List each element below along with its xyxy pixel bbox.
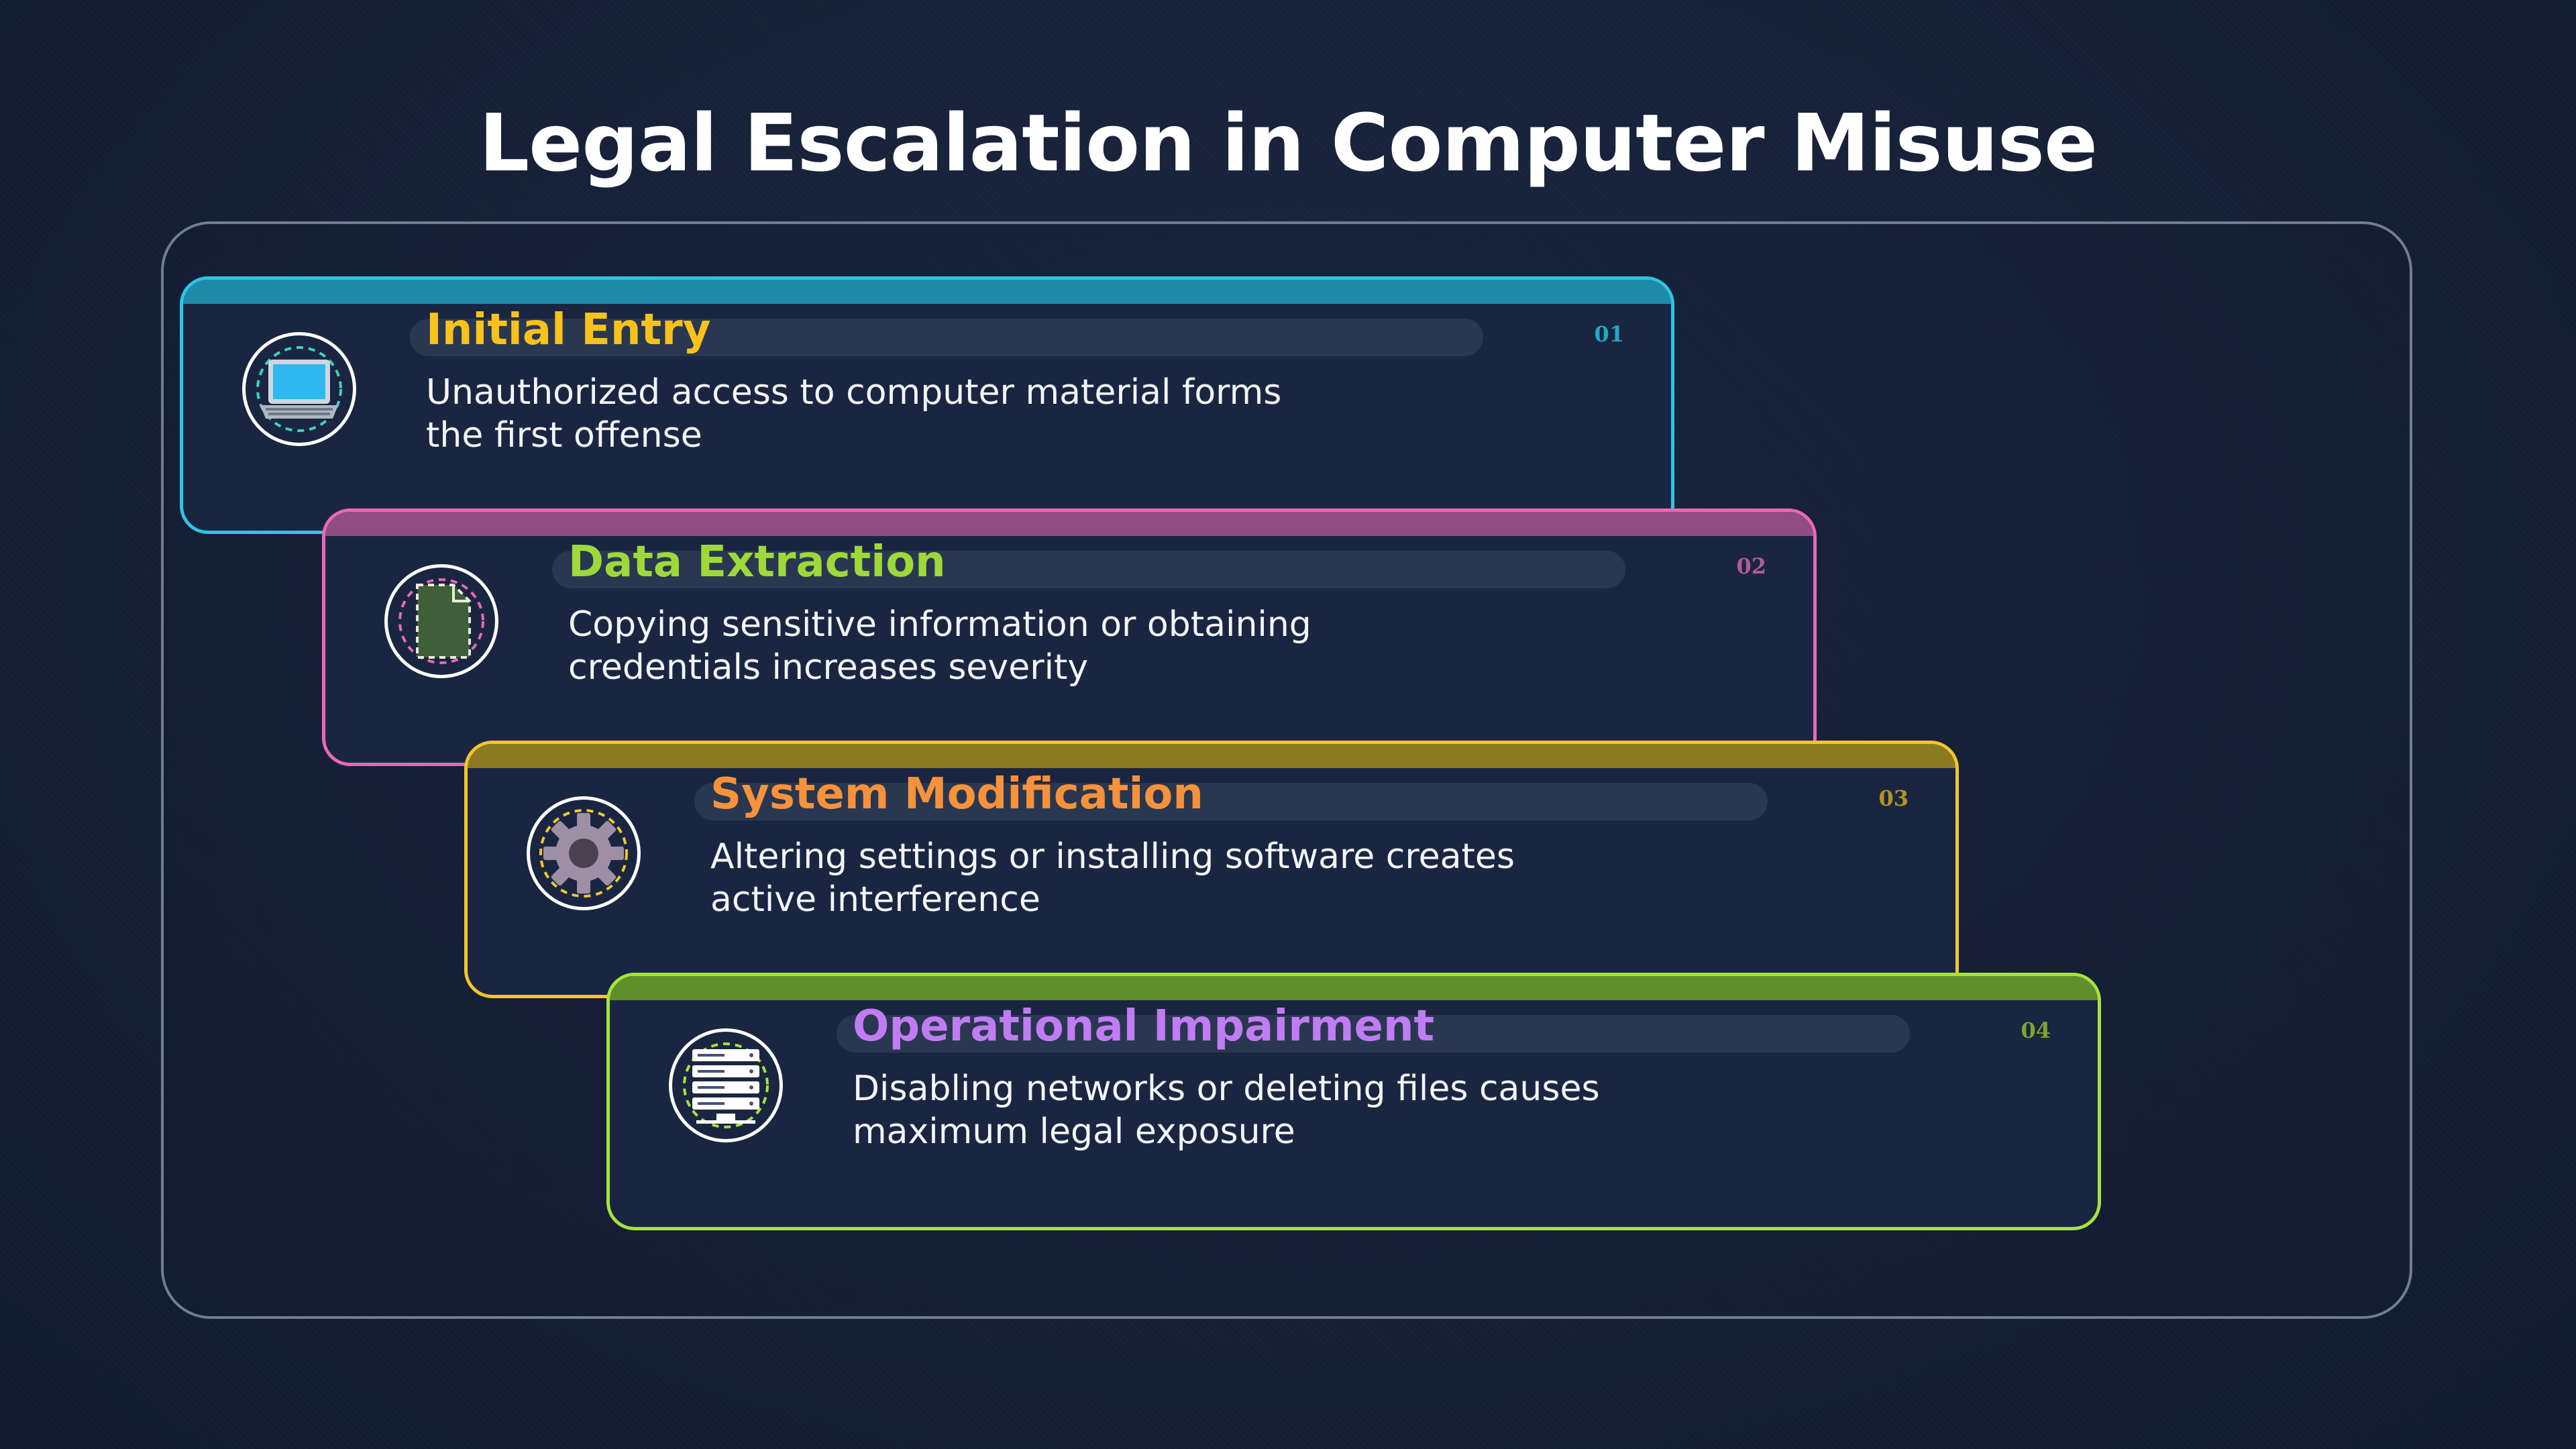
laptop-icon: [256, 346, 342, 432]
step-icon-badge: [527, 796, 641, 910]
step-heading-pill: [694, 783, 1768, 820]
step-card-topbar: [325, 512, 1813, 536]
step-heading: Operational Impairment: [853, 1002, 1435, 1051]
step-number: 04: [2021, 1018, 2051, 1043]
step-heading: System Modification: [710, 769, 1203, 819]
step-heading: Data Extraction: [568, 537, 946, 587]
step-heading-pill: [837, 1015, 1910, 1053]
step-number: 01: [1594, 321, 1624, 347]
step-heading-pill: [410, 319, 1483, 356]
step-description: Unauthorized access to computer material…: [426, 372, 1282, 455]
step-description: Disabling networks or deleting files cau…: [853, 1069, 1600, 1152]
step-card-system-modification: System Modification Altering settings or…: [464, 741, 1959, 998]
step-icon-badge: [384, 564, 498, 678]
step-card-topbar: [468, 744, 1955, 768]
step-card-topbar: [610, 976, 2098, 1000]
step-heading-pill: [552, 551, 1625, 588]
step-icon-badge: [242, 332, 356, 446]
step-icon-badge: [669, 1028, 783, 1142]
step-card-data-extraction: Data Extraction Copying sensitive inform…: [322, 508, 1817, 766]
step-number: 02: [1736, 553, 1766, 579]
page-title: Legal Escalation in Computer Misuse: [478, 97, 2098, 189]
gear-icon: [539, 809, 628, 898]
step-description: Altering settings or installing software…: [710, 837, 1515, 920]
server-icon: [683, 1042, 769, 1128]
step-heading: Initial Entry: [426, 305, 711, 355]
document-icon: [398, 578, 484, 664]
step-number: 03: [1878, 786, 1909, 811]
step-card-operational-impairment: Operational Impairment Disabling network…: [606, 973, 2101, 1230]
step-card-topbar: [183, 280, 1671, 304]
step-card-initial-entry: Initial Entry Unauthorized access to com…: [180, 276, 1674, 534]
step-description: Copying sensitive information or obtaini…: [568, 604, 1311, 688]
